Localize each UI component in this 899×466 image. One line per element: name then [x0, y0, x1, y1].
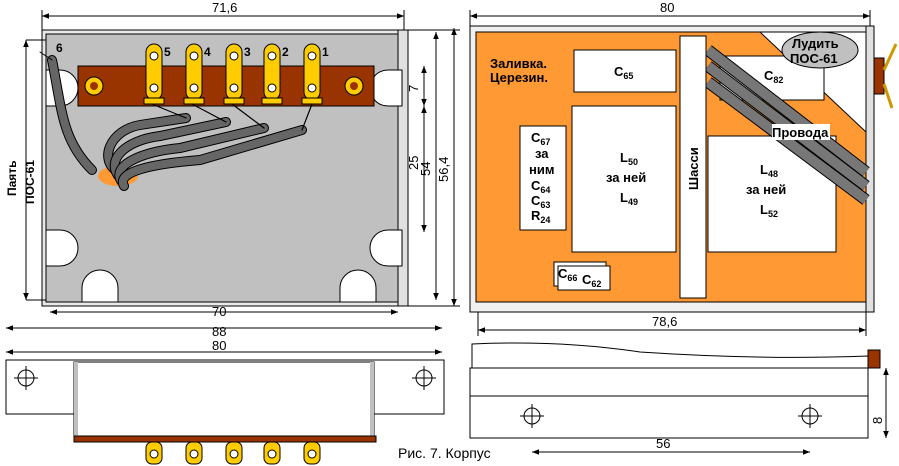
terminal-label-3: 3: [244, 45, 251, 59]
terminal-2: 2: [261, 43, 289, 105]
terminal-label-5: 5: [164, 45, 171, 59]
c65-label: C65: [614, 64, 633, 81]
left-cutout-4: [369, 229, 403, 267]
side-note-line2: ПОС-61: [23, 160, 37, 204]
dim-56: 56: [656, 436, 670, 451]
bottom-right-body: [469, 367, 869, 439]
group-left-l6: R24: [531, 208, 550, 225]
dim-right-7: 7: [406, 85, 421, 92]
terminal-4: 4: [183, 43, 211, 105]
group-left-l5: C63: [531, 193, 550, 210]
group-right-l3: L52: [760, 202, 778, 219]
group-mid-l2: за ней: [606, 170, 646, 185]
bottom-terminal: [145, 441, 163, 465]
group-right-l1: L48: [760, 162, 778, 179]
terminal-1: 1: [301, 43, 329, 105]
left-cutout-2: [45, 229, 79, 267]
dim-top-left: 71,6: [212, 0, 237, 15]
chassis-bar: [679, 35, 707, 299]
group-left-l4: C64: [531, 178, 550, 195]
terminal-label-1: 1: [322, 45, 329, 59]
terminal-label-4: 4: [204, 45, 211, 59]
tab-right: [873, 57, 885, 95]
left-cutout-6: [339, 269, 377, 303]
tin-note-oval: [781, 31, 859, 69]
strip-screw-right-hole: [350, 82, 358, 90]
group-left-box: [519, 125, 567, 231]
dim-bottom-right: 78,6: [652, 314, 677, 329]
group-left-l2: за: [535, 146, 549, 161]
terminal-label-6: 6: [56, 41, 63, 55]
right-top-view: C65 C82 C67 за ним C64 C63 R24 L50 за не…: [469, 0, 898, 336]
dim-right-25: 25: [406, 156, 421, 170]
chassis-label: Шасси: [686, 147, 701, 190]
figure-caption: Рис. 7. Корпус: [398, 445, 491, 461]
terminal-3: 3: [223, 43, 251, 105]
group-right-l2: за ней: [746, 182, 786, 197]
bottom-terminal: [225, 441, 243, 465]
wires-label: Провода: [772, 125, 829, 140]
tin-note-line2: ПОС-61: [790, 51, 838, 66]
dim-right-54: 54: [418, 162, 433, 176]
tin-note-line1: Лудить: [792, 36, 839, 51]
c82-label: C82: [764, 68, 783, 85]
bottom-terminal: [263, 441, 281, 465]
c66-c62-box: [557, 265, 611, 291]
group-mid-l3: L49: [620, 190, 638, 207]
bottom-terminal: [185, 441, 203, 465]
dim-8: 8: [870, 417, 885, 424]
bottom-terminals: [145, 441, 321, 465]
c62-label: C62: [582, 272, 601, 289]
terminal-label-2: 2: [282, 45, 289, 59]
group-left-l1: C67: [531, 130, 550, 147]
fill-label-line1: Заливка.: [490, 56, 547, 71]
c66-label: C66: [558, 266, 577, 283]
dim-bottom-left-top: 80: [212, 338, 226, 353]
fill-label-line2: Церезин.: [490, 70, 548, 85]
dim-right-56-4: 56,4: [436, 157, 451, 182]
strip-screw-left-hole: [90, 82, 98, 90]
side-note-line1: Паять: [5, 160, 19, 196]
terminal-5: 5: [143, 43, 171, 105]
bottom-terminal: [303, 441, 321, 465]
terminal-group: 5 4 3 2 1: [143, 43, 329, 105]
bottom-right-view: 56 8: [469, 342, 889, 455]
c65-box: [573, 49, 677, 93]
dim-bottom-outer: 88: [212, 324, 226, 339]
group-mid-box: [571, 105, 677, 253]
dim-bottom-inner: 70: [212, 304, 226, 319]
left-housing-sidewall: [397, 29, 409, 307]
left-cutout-3: [369, 69, 403, 107]
left-cutout-5: [81, 269, 119, 303]
bottom-left-view: 80: [5, 338, 445, 465]
dim-top-right: 80: [660, 0, 674, 15]
group-left-l3: ним: [529, 162, 554, 177]
wire-bundle: [39, 51, 313, 191]
wires-bundle-right: [704, 45, 870, 205]
group-mid-l1: L50: [620, 150, 638, 167]
